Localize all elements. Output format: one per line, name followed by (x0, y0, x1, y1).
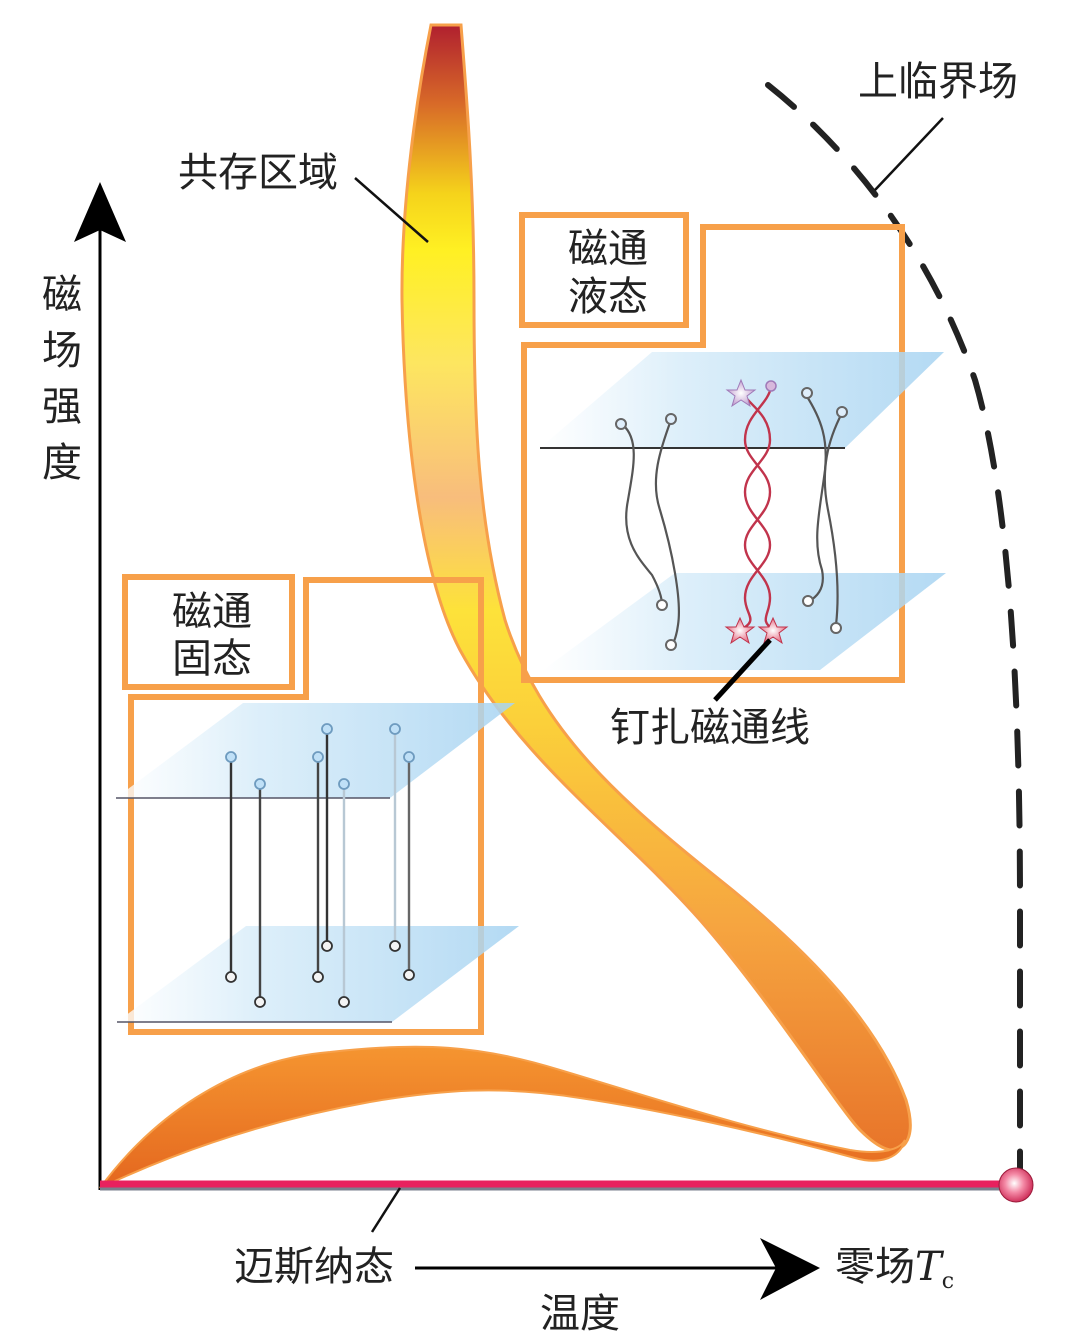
flux-solid-frame (128, 577, 484, 1035)
pin-star-top-icon (725, 378, 757, 408)
vortex-line (805, 394, 827, 603)
upper-critical-field-curve (765, 82, 1023, 1188)
vortex-end (389, 723, 401, 735)
meissner-leader (370, 1187, 402, 1233)
vortex-end (254, 778, 266, 790)
vortex-end (836, 406, 848, 418)
temperature-arrow-icon (760, 1238, 820, 1300)
vortex-end (312, 971, 324, 983)
flux-liquid-label-box (519, 212, 689, 328)
pinned-flux-leader (713, 638, 772, 702)
flux-liquid-panel: 磁通 液态 (519, 212, 946, 683)
flux-liquid-frame (521, 224, 905, 683)
vortex-end (389, 940, 401, 952)
upper-plane (116, 703, 515, 798)
vortex-end (254, 996, 266, 1008)
solid-vortices (229, 730, 411, 1002)
liquid-vortex-ends (615, 387, 848, 651)
tc-symbol: T (915, 1244, 945, 1290)
vortex-end (225, 971, 237, 983)
y-axis-label-char: 度 (42, 440, 82, 486)
vortex-line (654, 419, 680, 646)
pinned-vortex-strand (743, 386, 775, 632)
solid-vortex-bottom-ends (225, 940, 415, 1008)
vortex-end (665, 639, 677, 651)
zero-field-tc-prefix: 零场 (835, 1244, 915, 1290)
coexistence-label: 共存区域 (178, 150, 338, 196)
vortex-end (801, 387, 813, 399)
y-axis-label: 磁 场 强 度 (42, 272, 82, 486)
liquid-vortices (622, 394, 843, 646)
upper-critical-field-label: 上临界场 (858, 59, 1018, 105)
vortex-line (622, 424, 664, 606)
zero-field-tc-point (998, 1167, 1034, 1203)
flux-solid-label-box (122, 574, 295, 690)
vortex-end (321, 723, 333, 735)
coexistence-leader (354, 177, 429, 243)
vortex-end (615, 418, 627, 430)
vortex-end (765, 380, 777, 392)
vortex-end (225, 751, 237, 763)
flux-solid-panel: 磁通 固态 (116, 574, 519, 1035)
y-axis-label-char: 强 (42, 384, 82, 430)
y-axis-label-char: 场 (42, 328, 82, 374)
vortex-end (802, 595, 814, 607)
pin-star-icon (757, 616, 789, 645)
flux-solid-label-line1: 磁通 (172, 589, 252, 635)
vortex-glass-band (99, 1045, 906, 1189)
pinned-flux-label: 钉扎磁通线 (610, 705, 810, 751)
flux-liquid-label-line1: 磁通 (568, 226, 648, 272)
flux-solid-label-line2: 固态 (172, 636, 252, 682)
vortex-end (403, 751, 415, 763)
vortex-end (403, 969, 415, 981)
y-axis (74, 182, 126, 1190)
solid-vortex-top-ends (225, 723, 415, 790)
meissner-state-label: 迈斯纳态 (234, 1244, 394, 1290)
vortex-line (823, 412, 843, 626)
temperature-label: 温度 (540, 1291, 620, 1337)
vortex-end (656, 599, 668, 611)
vortex-end (338, 778, 350, 790)
tc-subscript: c (942, 1269, 954, 1294)
zero-field-tc-label: 零场Tc (835, 1244, 954, 1294)
y-axis-label-char: 磁 (42, 272, 82, 318)
lower-plane (543, 573, 946, 670)
pin-star-icon (724, 616, 756, 645)
vortex-end (321, 940, 333, 952)
flux-liquid-label-line2: 液态 (568, 274, 648, 320)
pinned-vortex-pair (739, 386, 775, 632)
vortex-end (312, 751, 324, 763)
upper-critical-field-leader (874, 117, 944, 191)
vortex-end (665, 413, 677, 425)
vortex-end (338, 996, 350, 1008)
vortex-end (830, 622, 842, 634)
y-axis-arrow-icon (74, 182, 126, 242)
